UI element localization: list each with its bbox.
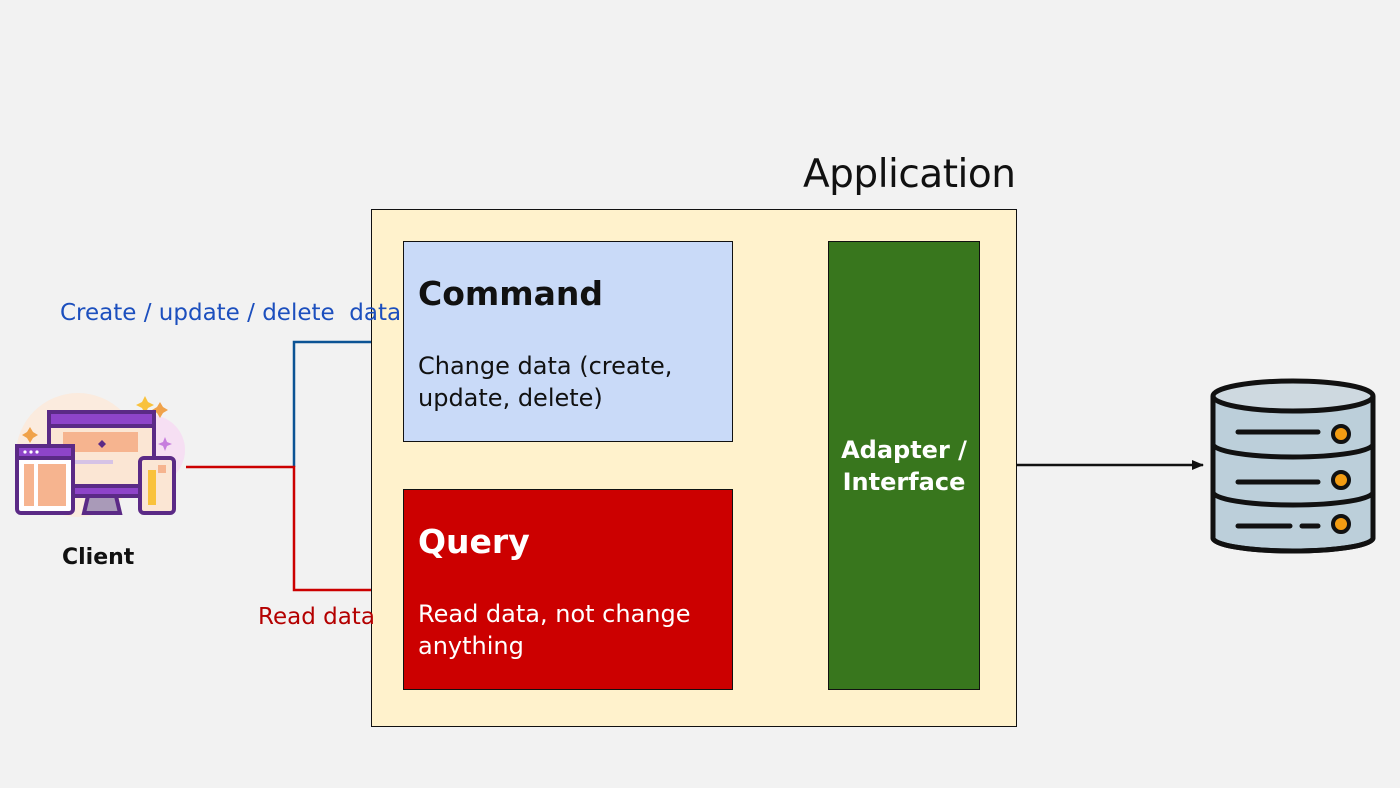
client-label: Client (62, 545, 135, 570)
query-edge (186, 465, 402, 595)
query-edge-label: Read data (258, 604, 375, 630)
command-title: Command (418, 274, 604, 313)
command-edge (292, 337, 402, 467)
adapter-label: Adapter / Interface (841, 436, 967, 496)
command-description: Change data (create, update, delete) (418, 352, 673, 412)
adapter-box: Adapter / Interface (828, 241, 980, 690)
query-box: Query Read data, not change anything (403, 489, 733, 690)
database-icon (1210, 378, 1376, 554)
query-title: Query (418, 522, 530, 561)
command-box: Command Change data (create, update, del… (403, 241, 733, 442)
client-devices-icon (15, 393, 185, 517)
command-edge-label: Create / update / delete data (60, 300, 402, 326)
application-title: Application (803, 152, 1016, 197)
query-description: Read data, not change anything (418, 600, 691, 660)
